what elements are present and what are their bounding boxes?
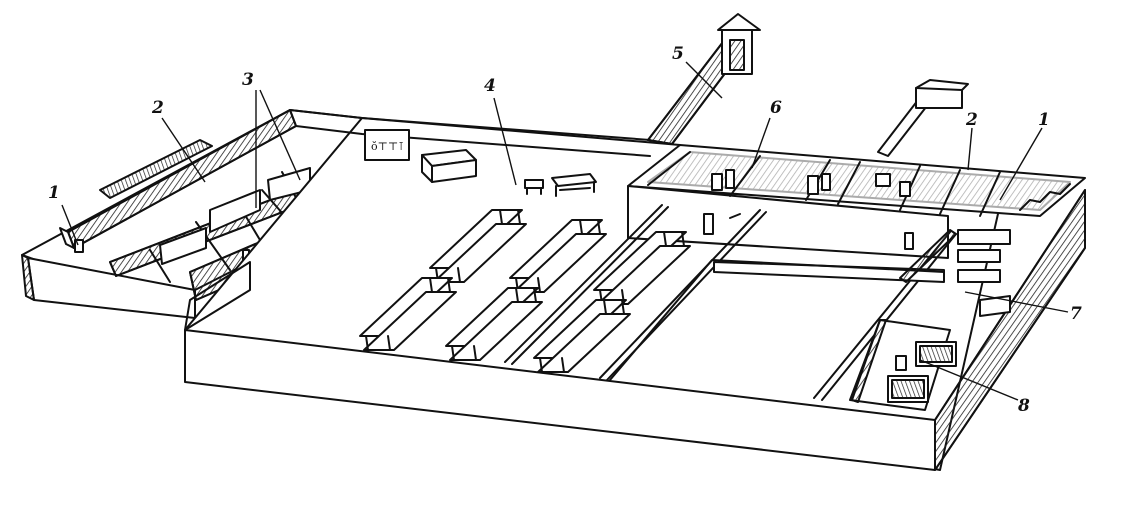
workbench — [509, 219, 607, 293]
callout-6: 6 — [770, 98, 782, 118]
workbench — [593, 231, 691, 305]
callout-3: 3 — [242, 70, 254, 90]
callout-2-left: 2 — [152, 98, 164, 118]
workbench — [445, 287, 543, 361]
callout-7: 7 — [1070, 304, 1082, 324]
workbench — [533, 299, 631, 373]
workbench — [429, 209, 527, 283]
svg-text:ŏ⊤⊤⊺: ŏ⊤⊤⊺ — [371, 140, 404, 153]
callout-5: 5 — [672, 44, 684, 64]
right-block — [627, 79, 1086, 259]
callout-1-right: 1 — [1038, 110, 1050, 130]
leader-lines — [61, 61, 1069, 401]
hall-partitions — [504, 204, 957, 401]
workbench — [359, 277, 457, 351]
right-rooms-fixtures — [849, 229, 1011, 411]
vent-shaft — [647, 13, 761, 145]
callout-8: 8 — [1018, 396, 1030, 416]
callout-2-right: 2 — [966, 110, 978, 130]
hall-objects: ŏ⊤⊤⊺ — [364, 129, 597, 197]
callout-4: 4 — [484, 76, 496, 96]
workbenches — [359, 209, 691, 373]
callout-1-left: 1 — [48, 183, 60, 203]
